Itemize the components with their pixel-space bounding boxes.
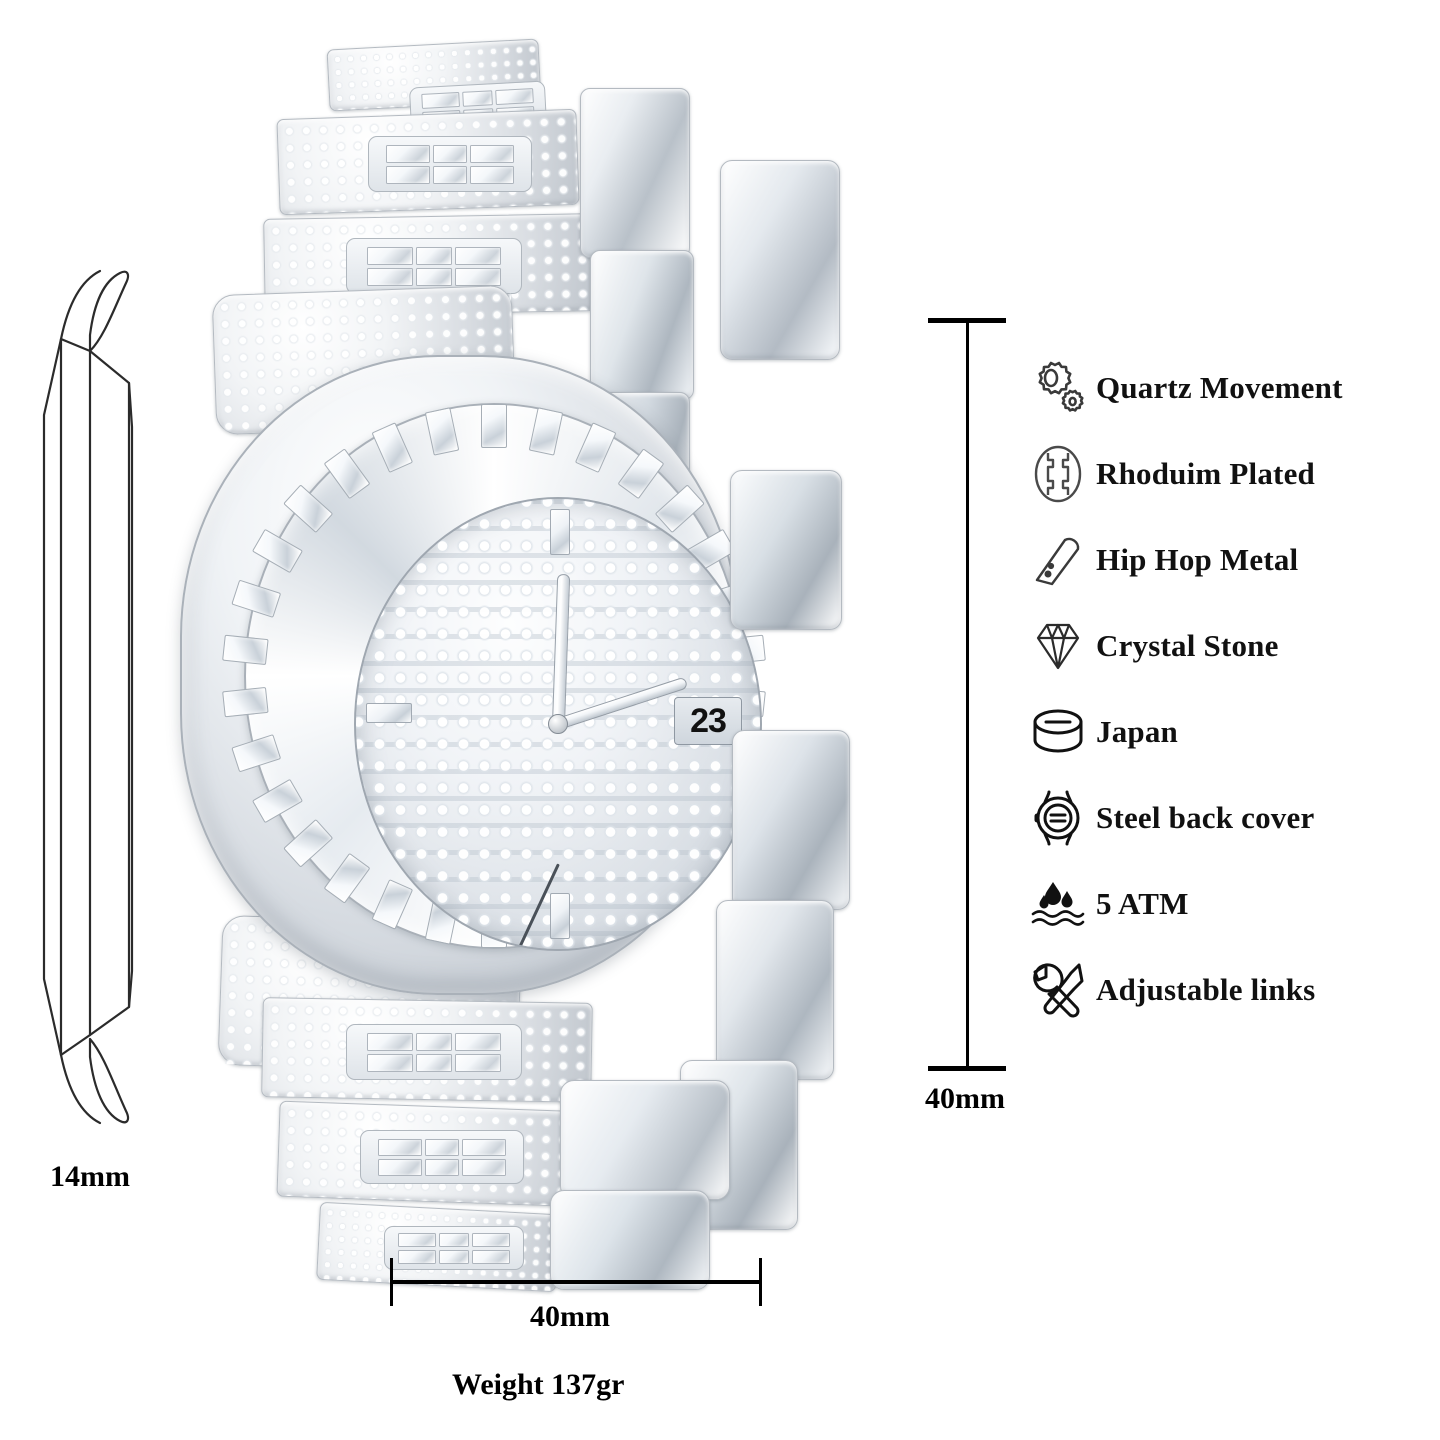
bezel-baguette-stone <box>251 528 304 574</box>
hour-marker-6 <box>550 893 570 939</box>
bezel-baguette-stone <box>617 448 665 500</box>
battery-cell-icon <box>1020 706 1096 758</box>
date-window: 23 <box>674 697 742 745</box>
bezel-baguette-stone <box>283 818 334 868</box>
feature-row-japan: Japan <box>1020 689 1430 775</box>
watch-dial: 23 <box>354 497 762 951</box>
watch-case: 23 <box>180 355 802 1019</box>
feature-label: Rhoduim Plated <box>1096 456 1315 491</box>
date-value: 23 <box>690 701 727 740</box>
height-dimension-line <box>966 320 969 1070</box>
width-dimension-line <box>390 1280 762 1284</box>
bezel-baguette-stone <box>481 404 507 448</box>
feature-label: Hip Hop Metal <box>1096 542 1299 577</box>
watch-product-image: 23 <box>160 38 900 1293</box>
metal-bar-icon <box>1020 532 1096 588</box>
feature-label: Japan <box>1096 714 1178 749</box>
baguette-link-center <box>368 136 532 192</box>
feature-label: Steel back cover <box>1096 800 1315 835</box>
thickness-label: 14mm <box>50 1160 130 1193</box>
bezel-baguette-stone <box>528 407 564 456</box>
bezel-baguette-stone <box>283 484 334 534</box>
bezel-baguette-stone <box>222 686 269 718</box>
watch-case-icon <box>1020 789 1096 847</box>
bracelet-link-side <box>732 730 850 910</box>
feature-label: 5 ATM <box>1096 886 1189 921</box>
bracelet-link-side <box>730 470 842 630</box>
baguette-link-center <box>384 1226 524 1270</box>
bezel-baguette-stone <box>424 407 460 456</box>
bezel-baguette-stone <box>574 422 617 473</box>
bezel-baguette-stone <box>371 422 414 473</box>
height-dimension-tick-bottom <box>928 1066 1006 1071</box>
height-dimension-tick-top <box>928 318 1006 323</box>
width-label: 40mm <box>530 1300 610 1333</box>
bezel-baguette-stone <box>251 778 304 824</box>
hour-marker-9 <box>366 703 412 723</box>
feature-label: Crystal Stone <box>1096 628 1279 663</box>
baguette-link-center <box>346 1024 522 1080</box>
side-profile-svg <box>42 269 134 1125</box>
baguette-link-center <box>360 1130 524 1184</box>
plating-oval-icon <box>1020 444 1096 504</box>
hour-marker-12 <box>550 509 570 555</box>
feature-label: Quartz Movement <box>1096 370 1343 405</box>
bracelet-clasp-side <box>590 250 694 400</box>
hands-center-cap <box>548 714 568 734</box>
feature-row-adjustable-links: Adjustable links <box>1020 947 1430 1033</box>
feature-list: Quartz Movement Rhoduim Plated <box>1020 345 1430 1033</box>
bracelet-link-side <box>716 900 834 1080</box>
bezel-baguette-stone <box>222 634 269 666</box>
water-drops-icon <box>1020 878 1096 930</box>
watch-bezel: 23 <box>222 403 766 951</box>
width-dimension-tick-left <box>390 1258 393 1306</box>
gears-icon <box>1020 359 1096 417</box>
bracelet-link-side <box>720 160 840 360</box>
feature-row-hip-hop-metal: Hip Hop Metal <box>1020 517 1430 603</box>
feature-label: Adjustable links <box>1096 972 1316 1007</box>
height-label: 40mm <box>925 1082 1005 1115</box>
bezel-baguette-stone <box>231 579 282 618</box>
width-dimension-tick-right <box>759 1258 762 1306</box>
bracelet-clasp-side <box>580 88 690 258</box>
feature-row-rhodium-plated: Rhoduim Plated <box>1020 431 1430 517</box>
bracelet-clasp-bottom <box>550 1190 710 1290</box>
diamond-icon <box>1020 618 1096 674</box>
baguette-link-center <box>346 238 522 294</box>
bezel-baguette-stone <box>323 448 371 500</box>
feature-row-water-resistance: 5 ATM <box>1020 861 1430 947</box>
feature-row-crystal-stone: Crystal Stone <box>1020 603 1430 689</box>
watch-side-profile-drawing <box>28 255 218 1155</box>
bracelet-clasp-bottom <box>560 1080 730 1200</box>
weight-label: Weight 137gr <box>452 1368 625 1401</box>
bezel-baguette-stone <box>231 734 282 773</box>
feature-row-quartz-movement: Quartz Movement <box>1020 345 1430 431</box>
feature-row-steel-back-cover: Steel back cover <box>1020 775 1430 861</box>
wrench-screwdriver-icon <box>1020 961 1096 1019</box>
